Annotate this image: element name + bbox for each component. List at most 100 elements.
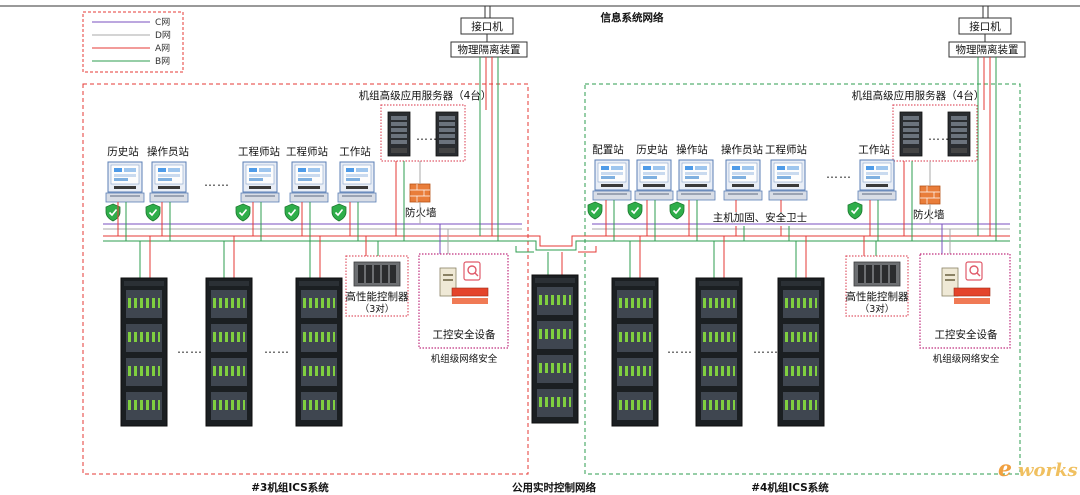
left-gateway-label: 接口机 bbox=[471, 20, 503, 33]
left-system-label: #3机组ICS系统 bbox=[251, 481, 329, 494]
left-uplinks bbox=[479, 57, 499, 241]
right-station-label-5: 工程师站 bbox=[765, 143, 807, 156]
right-station-label-3: 操作站 bbox=[676, 143, 708, 156]
left-controller-count: （3对） bbox=[360, 303, 395, 315]
shield-icon bbox=[145, 203, 161, 222]
right-firewall-label: 防火墙 bbox=[913, 208, 945, 221]
right-station-label-4: 操作员站 bbox=[721, 143, 763, 156]
left-station-label-5: 工作站 bbox=[339, 145, 371, 158]
right-hardening-label: 主机加固、安全卫士 bbox=[713, 211, 808, 224]
legend-label-d: D网 bbox=[155, 30, 171, 41]
right-stations: 配置站 历史站 操作站 操作员站 工程师站 …… 工作站 主机加固、安全卫士 bbox=[587, 143, 897, 224]
right-station-2 bbox=[634, 159, 674, 201]
left-controller-group: 高性能控制器 （3对） bbox=[345, 236, 409, 317]
legend-border bbox=[82, 11, 184, 73]
left-ics-boundary bbox=[82, 83, 529, 475]
legend: C网 D网 A网 B网 bbox=[82, 11, 184, 73]
watermark-works: works bbox=[1018, 460, 1078, 481]
shield-icon bbox=[669, 201, 685, 220]
left-security-label: 工控安全设备 bbox=[433, 328, 496, 341]
shared-rack-group bbox=[531, 252, 579, 424]
right-station-4 bbox=[723, 159, 763, 201]
right-station-3 bbox=[676, 159, 716, 201]
left-controller-title: 高性能控制器 bbox=[346, 290, 409, 303]
security-device-icon bbox=[439, 261, 489, 305]
legend-label-b: B网 bbox=[155, 56, 170, 67]
right-uplinks bbox=[977, 57, 997, 241]
right-isolation-box bbox=[948, 41, 1026, 58]
shield-icon bbox=[847, 201, 863, 220]
left-security-group: 工控安全设备 机组级网络安全 bbox=[418, 224, 509, 365]
left-station-label-3: 工程师站 bbox=[238, 145, 280, 158]
right-controller-group: 高性能控制器 （3对） bbox=[845, 236, 909, 317]
right-rack-3 bbox=[777, 277, 825, 427]
right-station-5 bbox=[768, 159, 808, 201]
right-servers-label: 机组高级应用服务器（4台） bbox=[852, 89, 985, 102]
shield-icon bbox=[331, 203, 347, 222]
shield-icon bbox=[587, 201, 603, 220]
right-gateway-group: 接口机 物理隔离装置 bbox=[948, 6, 1026, 58]
shared-network-label: 公用实时控制网络 bbox=[512, 481, 596, 494]
right-racks: …… …… bbox=[611, 236, 825, 427]
legend-label-c: C网 bbox=[155, 17, 170, 28]
left-racks: …… …… bbox=[120, 236, 343, 427]
shield-icon bbox=[627, 201, 643, 220]
left-station-label-2: 操作员站 bbox=[147, 145, 189, 158]
left-server-1 bbox=[387, 111, 411, 157]
left-firewall-label: 防火墙 bbox=[405, 206, 437, 219]
right-ics-boundary bbox=[584, 83, 1021, 475]
left-controller-box bbox=[345, 255, 409, 317]
right-station-1 bbox=[592, 159, 632, 201]
left-station-drops bbox=[117, 161, 405, 241]
left-stations: 历史站 操作员站 …… 工程师站 工程师站 工作站 bbox=[105, 145, 377, 222]
right-controller-count: （3对） bbox=[860, 303, 895, 315]
right-servers-box bbox=[892, 104, 978, 162]
right-controller-title: 高性能控制器 bbox=[846, 290, 909, 303]
right-security-box bbox=[919, 253, 1011, 349]
left-security-box bbox=[418, 253, 509, 349]
left-firewall-icon bbox=[409, 183, 431, 203]
eworks-logo: e works bbox=[998, 456, 1078, 482]
left-servers-label: 机组高级应用服务器（4台） bbox=[359, 89, 492, 102]
left-station-label-4: 工程师站 bbox=[286, 145, 328, 158]
right-isolation-label: 物理隔离装置 bbox=[956, 43, 1019, 56]
right-security-label: 工控安全设备 bbox=[935, 328, 998, 341]
right-rack-1 bbox=[611, 277, 659, 427]
left-station-5 bbox=[337, 161, 377, 203]
right-gateway-label: 接口机 bbox=[969, 20, 1001, 33]
info-network-label: 信息系统网络 bbox=[601, 11, 664, 24]
shield-icon bbox=[284, 203, 300, 222]
left-station-3 bbox=[240, 161, 280, 203]
security-device-icon bbox=[941, 261, 991, 305]
right-station-label-6: 工作站 bbox=[858, 143, 890, 156]
right-servers-dots: …… bbox=[928, 129, 954, 143]
right-stations-dots: …… bbox=[826, 167, 852, 181]
left-station-label-1: 历史站 bbox=[107, 145, 139, 158]
left-isolation-label: 物理隔离装置 bbox=[458, 43, 521, 56]
left-stations-dots: …… bbox=[204, 175, 230, 189]
right-racks-dots-1: …… bbox=[667, 342, 693, 356]
left-security-caption: 机组级网络安全 bbox=[431, 353, 498, 365]
network-buses bbox=[103, 223, 1010, 253]
right-firewall-icon bbox=[919, 185, 941, 205]
legend-label-a: A网 bbox=[155, 43, 170, 54]
left-rack-2 bbox=[205, 277, 253, 427]
right-controller-box bbox=[845, 255, 909, 317]
left-station-4 bbox=[289, 161, 329, 203]
left-rack-1 bbox=[120, 277, 168, 427]
shared-rack bbox=[531, 274, 579, 424]
right-racks-dots-2: …… bbox=[753, 342, 779, 356]
right-station-label-2: 历史站 bbox=[636, 143, 668, 156]
right-rack-2 bbox=[695, 277, 743, 427]
left-servers-dots: …… bbox=[416, 129, 442, 143]
left-server-2 bbox=[435, 111, 459, 157]
right-server-2 bbox=[947, 111, 971, 157]
right-security-group: 工控安全设备 机组级网络安全 bbox=[919, 224, 1011, 365]
right-station-drops bbox=[605, 161, 913, 241]
right-station-label-1: 配置站 bbox=[592, 143, 624, 156]
left-servers-box bbox=[380, 104, 466, 162]
left-gateway-group: 接口机 物理隔离装置 bbox=[450, 6, 528, 58]
left-station-1 bbox=[105, 161, 145, 203]
left-racks-dots-2: …… bbox=[264, 342, 290, 356]
